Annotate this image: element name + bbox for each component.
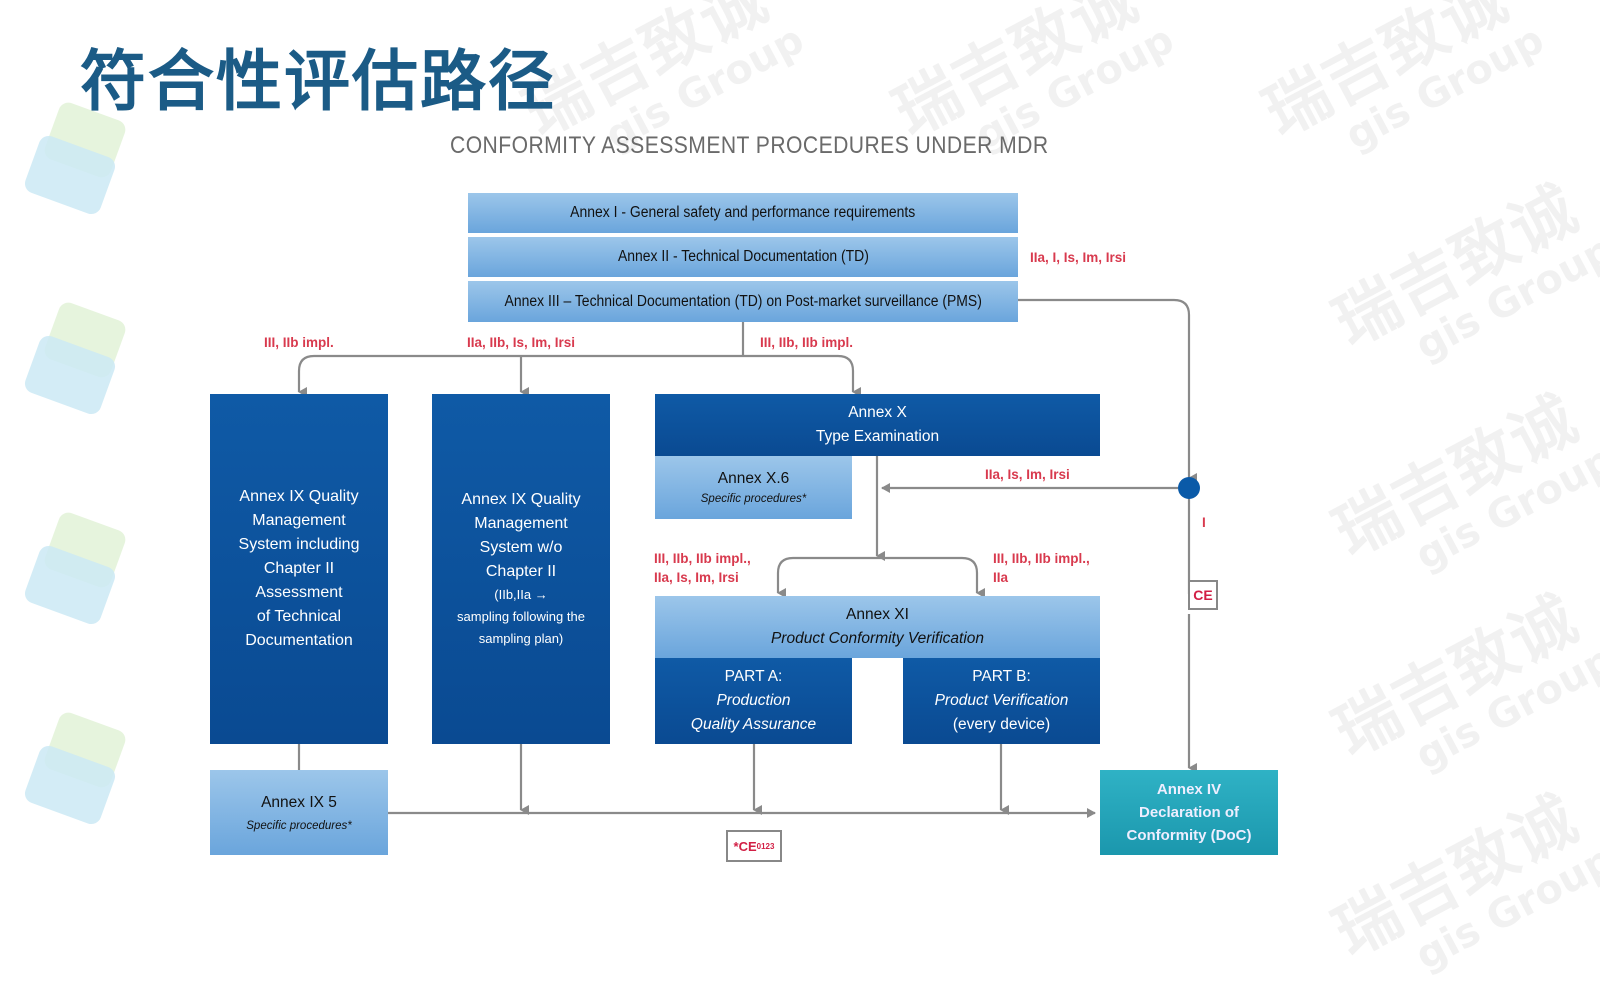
class-label-to-ix-full: III, IIb impl. [264,335,334,350]
annex-ii-bar: Annex II - Technical Documentation (TD) [468,237,1018,277]
junction-node [1178,477,1200,499]
annex-x-box: Annex X Type Examination [655,394,1100,456]
annex-ix5-box: Annex IX 5 Specific procedures* [210,770,388,855]
class-label-to-ix-partial: IIa, IIb, Is, Im, Irsi [467,335,576,350]
class-label-to-annex-x: III, IIb, IIb impl. [760,335,854,350]
page-title: 符合性评估路径 [80,43,556,120]
connector-lines [297,298,1200,818]
annex-xi-box: Annex XI Product Conformity Verification [655,596,1100,658]
connector-to-xi-left [776,556,877,598]
diagram-title: CONFORMITY ASSESSMENT PROCEDURES UNDER M… [450,132,1049,159]
class-label-xi-left-1: III, IIb, IIb impl., [654,551,751,566]
class-label-xi-right-2: IIa [993,570,1009,585]
annex-iv-doc-box: Annex IV Declaration of Conformity (DoC) [1100,770,1278,855]
class-label-xi-right-1: III, IIb, IIb impl., [993,551,1090,566]
annex-ix-qms-full-box: Annex IX Quality Management System inclu… [210,394,388,744]
annex-i-bar: Annex I - General safety and performance… [468,193,1018,233]
annex-iii-bar: Annex III – Technical Documentation (TD)… [468,281,1018,322]
connector-right-path [1018,298,1197,483]
connector-to-xi-right [877,556,985,598]
annex-xi-part-a-box: PART A: Production Quality Assurance [655,658,852,744]
class-label-top-right: IIa, I, Is, Im, Irsi [1030,250,1127,265]
class-label-junction-left: IIa, Is, Im, Irsi [985,467,1070,482]
class-label-class-i: I [1202,515,1206,530]
ce-mark-class-i: CE [1188,580,1218,610]
connector-to-annex-x [743,354,861,397]
connector-to-ix-full [297,354,743,397]
class-label-xi-left-2: IIa, Is, Im, Irsi [654,570,739,585]
annex-xi-part-b-box: PART B: Product Verification (every devi… [903,658,1100,744]
annex-ix-qms-partial-box: Annex IX Quality Management System w/o C… [432,394,610,744]
annex-x6-box: Annex X.6 Specific procedures* [655,456,852,519]
